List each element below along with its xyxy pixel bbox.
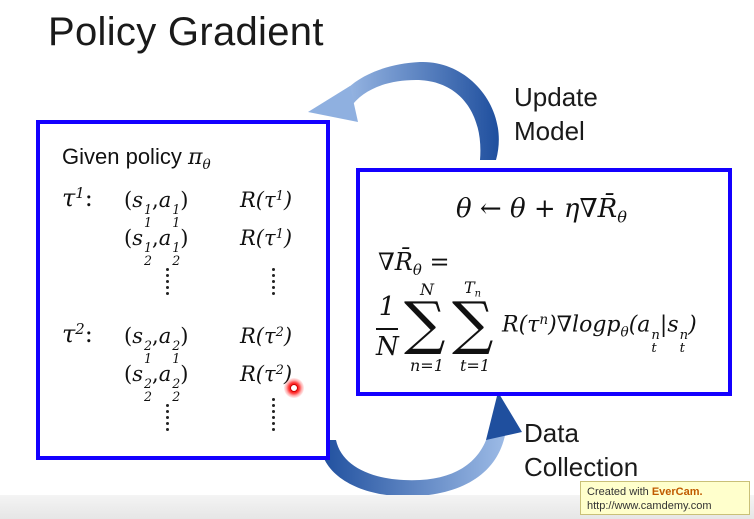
reward-close: ) <box>283 362 293 386</box>
a-sup: 1 <box>172 201 181 217</box>
reward-fn: R(τ <box>240 226 276 250</box>
a-sup: n <box>651 327 660 343</box>
grad-lhs: ∇R̄θ = <box>378 248 450 279</box>
tau1-vdots-right <box>272 268 276 298</box>
data-caption-line2: Collection <box>524 452 639 482</box>
reward-close: ) <box>283 188 293 212</box>
sum2-upper-sub: n <box>474 288 482 300</box>
a-sub: 2 <box>172 388 181 404</box>
watermark-url: http://www.camdemy.com <box>587 500 712 512</box>
s-sup: n <box>679 327 689 343</box>
s-sub: 2 <box>143 252 152 268</box>
frac-numerator: 1 <box>378 292 396 322</box>
tau1-reward2: R(τ1) <box>240 226 292 250</box>
reward-fn: R(τ <box>240 362 276 386</box>
update-rule-text: θ ← θ + η∇R̄ <box>456 194 618 224</box>
sum2-upper-T: T <box>464 278 475 297</box>
a-sub: 1 <box>172 214 181 230</box>
tau1-label: τ1: <box>62 184 93 213</box>
tau2-vdots-left <box>166 404 170 434</box>
tau2-reward1: R(τ2) <box>240 324 292 348</box>
s-sub: 1 <box>143 214 152 230</box>
sum1-upper: N <box>420 280 434 299</box>
s-sup: 2 <box>143 375 152 391</box>
tau2-sup: 2 <box>75 320 85 338</box>
reward-sup: 1 <box>275 226 284 242</box>
a-sup: 2 <box>172 337 181 353</box>
given-policy-line: Given policy πθ <box>62 144 211 173</box>
collection-arrow <box>320 392 522 497</box>
sum2-sigma: ∑ <box>452 289 494 357</box>
tau1-vdots-left <box>166 268 170 298</box>
reward-sup: 2 <box>275 324 284 340</box>
a-sub: 2 <box>172 252 181 268</box>
summand-R: R(τ <box>502 312 540 338</box>
evercam-watermark[interactable]: Created with EverCam. http://www.camdemy… <box>580 481 750 515</box>
summand-mid: )∇logp <box>548 312 621 338</box>
a-sup: 2 <box>172 375 181 391</box>
sum1-lower: n=1 <box>410 356 444 375</box>
reward-fn: R(τ <box>240 324 276 348</box>
frac-denominator: N <box>376 332 399 362</box>
summand-p-sub: θ <box>620 324 629 341</box>
reward-sup: 2 <box>275 362 284 378</box>
tau1-symbol: τ <box>62 184 76 213</box>
tau1-reward1: R(τ1) <box>240 188 292 212</box>
update-caption-line1: Update <box>514 82 598 112</box>
update-arrow <box>308 61 499 160</box>
s-sup: 1 <box>143 239 152 255</box>
tau1-sup: 1 <box>75 184 85 202</box>
grad-lhs-sub: θ <box>412 261 422 280</box>
page-title: Policy Gradient <box>48 10 324 54</box>
a-sub: t <box>651 340 657 356</box>
watermark-prefix: Created with <box>587 486 652 498</box>
reward-sup: 1 <box>275 188 284 204</box>
summand-arg-open: (a <box>628 312 651 338</box>
tau2-reward2: R(τ2) <box>240 362 292 386</box>
tau2-label: τ2: <box>62 320 93 349</box>
update-rule-sub: θ <box>617 207 627 227</box>
given-policy-text: Given policy <box>62 144 182 169</box>
grad-lhs-text: ∇R̄ <box>378 248 413 276</box>
s-sup: 1 <box>143 201 152 217</box>
reward-close: ) <box>283 226 293 250</box>
summand-sup: n <box>539 312 549 328</box>
reward-fn: R(τ <box>240 188 276 212</box>
tau2-symbol: τ <box>62 320 76 349</box>
data-caption-line1: Data <box>524 418 579 448</box>
sum2-lower: t=1 <box>460 356 491 375</box>
s-sup: 2 <box>143 337 152 353</box>
watermark-brand: EverCam. <box>651 486 703 498</box>
policy-pi: π <box>187 145 203 170</box>
sum1-sigma: ∑ <box>404 289 446 357</box>
summand-close: ) <box>688 312 697 338</box>
update-rule: θ ← θ + η∇R̄θ <box>456 194 627 227</box>
policy-theta: θ <box>202 156 211 173</box>
s-sub: 1 <box>143 350 152 366</box>
frac-bar <box>376 328 398 330</box>
sum2-upper: Tn <box>464 278 481 299</box>
reward-close: ) <box>283 324 293 348</box>
summand-bar: |s <box>659 312 679 338</box>
policy-symbol: πθ <box>187 145 211 173</box>
s-sub: 2 <box>143 388 152 404</box>
update-caption-line2: Model <box>514 116 585 146</box>
a-sub: 1 <box>172 350 181 366</box>
tau2-vdots-right <box>272 398 276 434</box>
grad-equals: = <box>429 248 450 276</box>
a-sup: 1 <box>172 239 181 255</box>
s-sub: t <box>679 340 685 356</box>
update-box: θ ← θ + η∇R̄θ ∇R̄θ = 1 N N ∑ n=1 Tn ∑ t=… <box>356 168 732 396</box>
laser-pointer <box>284 378 304 398</box>
